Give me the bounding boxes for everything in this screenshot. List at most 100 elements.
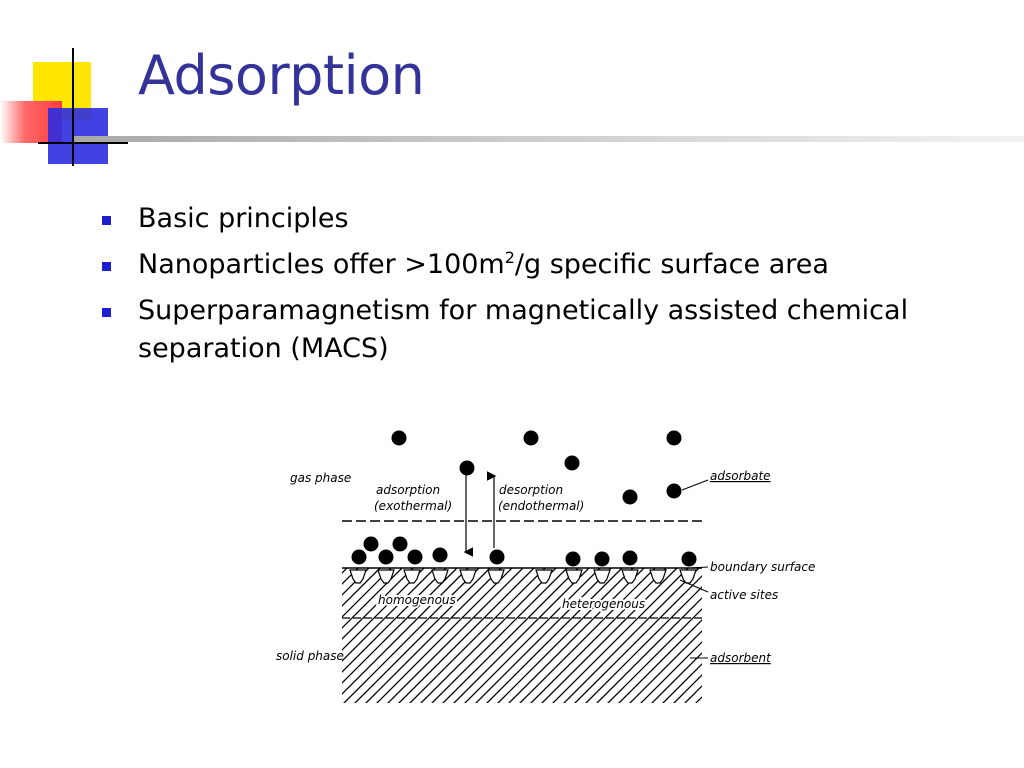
hatch-line bbox=[530, 568, 667, 703]
hatch-line bbox=[270, 568, 303, 708]
hatch-line bbox=[519, 568, 656, 703]
adsorbate-molecule bbox=[523, 430, 539, 446]
hatch-line bbox=[342, 568, 425, 651]
adsorbate-molecule bbox=[565, 551, 581, 567]
label-adsorption: adsorption bbox=[376, 483, 440, 497]
adsorbate-molecule bbox=[407, 549, 423, 565]
hatch-line bbox=[497, 568, 634, 703]
adsorbate-molecule bbox=[564, 455, 580, 471]
hatch-line bbox=[486, 568, 623, 703]
label-boundary-surface: boundary surface bbox=[710, 560, 815, 574]
hatch-line bbox=[342, 568, 403, 629]
hatch-line bbox=[475, 568, 612, 703]
hatch-line bbox=[342, 568, 447, 673]
boundary-leader-line bbox=[689, 566, 709, 569]
hatch-line bbox=[270, 568, 336, 708]
horizontal-line-decoration bbox=[38, 142, 128, 144]
bullet-square-icon bbox=[102, 216, 111, 225]
label-homogenous: homogenous bbox=[378, 593, 456, 607]
bullet-list: Basic principles Nanoparticles offer >10… bbox=[100, 200, 960, 376]
active-site-cup bbox=[403, 569, 421, 584]
bullet-item-surface-area: Nanoparticles offer >100m2/g specific su… bbox=[100, 246, 960, 284]
hatch-line bbox=[673, 674, 702, 703]
bullet-text: Superparamagnetism for magnetically assi… bbox=[138, 295, 909, 364]
active-site-cup bbox=[649, 569, 667, 584]
label-adsorbent: adsorbent bbox=[710, 651, 772, 665]
label-heterogenous: heterogenous bbox=[562, 597, 645, 611]
hatch-line bbox=[342, 568, 359, 585]
slide-title: Adsorption bbox=[138, 44, 425, 107]
adsorbate-molecule bbox=[594, 551, 610, 567]
adsorbate-leader-line bbox=[681, 479, 709, 491]
label-adsorbate: adsorbate bbox=[710, 469, 771, 483]
hatch-line bbox=[585, 586, 702, 703]
title-underline-rule bbox=[74, 136, 1024, 142]
vertical-line-decoration bbox=[72, 48, 74, 166]
active-sites bbox=[349, 569, 697, 584]
solid-phase-hatching bbox=[270, 568, 702, 708]
bullet-text-pre: Nanoparticles offer >100m bbox=[138, 249, 505, 280]
bullet-item-basic-principles: Basic principles bbox=[100, 200, 960, 238]
active-site-cup bbox=[431, 569, 449, 584]
hatch-line bbox=[354, 568, 491, 703]
hatch-line bbox=[574, 575, 702, 703]
hatch-line bbox=[508, 568, 645, 703]
adsorbate-molecule bbox=[459, 460, 475, 476]
hatch-line bbox=[342, 568, 370, 596]
hatch-line bbox=[618, 619, 702, 703]
hatch-line bbox=[342, 568, 469, 695]
hatch-line bbox=[464, 568, 601, 703]
hatch-line bbox=[607, 608, 702, 703]
active-site-cup bbox=[565, 569, 583, 584]
hatch-line bbox=[662, 663, 702, 703]
adsorbate-molecule bbox=[363, 536, 379, 552]
bullet-square-icon bbox=[102, 308, 111, 317]
hatch-line bbox=[651, 652, 702, 703]
label-desorption: desorption bbox=[499, 483, 563, 497]
adsorbate-molecule bbox=[681, 551, 697, 567]
active-site-cup bbox=[593, 569, 611, 584]
adsorbate-molecules bbox=[351, 430, 697, 567]
adsorbate-molecule bbox=[622, 489, 638, 505]
adsorbate-molecule bbox=[391, 430, 407, 446]
hatch-line bbox=[420, 568, 557, 703]
superscript: 2 bbox=[504, 248, 515, 267]
adsorbate-molecule bbox=[666, 430, 682, 446]
active-site-cup bbox=[349, 569, 367, 584]
hatch-line bbox=[387, 568, 524, 703]
active-site-cup bbox=[621, 569, 639, 584]
active-site-cup bbox=[679, 569, 697, 584]
adsorbate-molecule bbox=[489, 549, 505, 565]
adsorbate-molecule bbox=[378, 549, 394, 565]
label-exothermal: (exothermal) bbox=[374, 499, 452, 513]
label-endothermal: (endothermal) bbox=[498, 499, 584, 513]
hatch-line bbox=[342, 568, 392, 618]
hatch-line bbox=[552, 568, 689, 703]
adsorbate-molecule bbox=[622, 550, 638, 566]
adsorbate-molecule bbox=[392, 536, 408, 552]
hatch-line bbox=[270, 568, 325, 708]
hatch-line bbox=[398, 568, 535, 703]
hatch-line bbox=[270, 568, 314, 708]
adsorption-diagram: gas phase adsorption (exothermal) desorp… bbox=[270, 430, 815, 708]
hatch-line bbox=[596, 597, 702, 703]
adsorbate-molecule bbox=[351, 549, 367, 565]
hatch-line bbox=[640, 641, 702, 703]
hatch-line bbox=[431, 568, 568, 703]
hatch-line bbox=[442, 568, 579, 703]
hatch-line bbox=[629, 630, 702, 703]
hatch-line bbox=[270, 568, 292, 708]
active-site-cup bbox=[535, 569, 553, 584]
adsorbate-molecule bbox=[432, 547, 448, 563]
bullet-text: Basic principles bbox=[138, 203, 349, 234]
hatch-line bbox=[343, 568, 480, 703]
hatch-line bbox=[270, 568, 281, 708]
hatch-line bbox=[541, 568, 678, 703]
label-solid-phase: solid phase bbox=[276, 649, 344, 663]
label-active-sites: active sites bbox=[710, 588, 778, 602]
hatch-line bbox=[365, 568, 502, 703]
hatch-line bbox=[342, 568, 381, 607]
adsorbate-molecule bbox=[666, 483, 682, 499]
active-site-cup bbox=[377, 569, 395, 584]
active-site-cup bbox=[459, 569, 477, 584]
